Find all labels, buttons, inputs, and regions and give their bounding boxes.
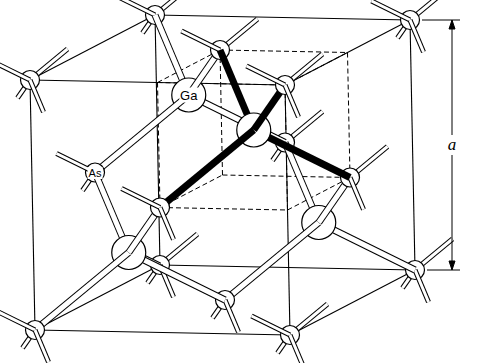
bond-stub [160, 208, 174, 240]
bond-stub-outline [0, 61, 30, 80]
unit-cell-edges [30, 15, 415, 335]
bond-stub [247, 66, 286, 85]
arrowhead [449, 261, 455, 270]
bond-stub-outline [35, 330, 49, 362]
arrowhead [449, 20, 455, 29]
bond-stub [225, 300, 239, 332]
bond-stub [0, 311, 35, 330]
bond-stub-outline [372, 1, 411, 20]
bond-stub-outline [247, 66, 286, 85]
bond-stub [252, 316, 291, 335]
bond-stub-outline [350, 178, 364, 210]
bond-stub [350, 178, 364, 210]
bond-stub [410, 20, 424, 52]
atoms-and-bonds [0, 0, 453, 363]
sub-cube-dashed [158, 50, 351, 210]
bond-stub-outline [122, 189, 161, 208]
bond-stub [182, 31, 221, 50]
atom-label: Ga [179, 88, 198, 103]
bond-stub [0, 61, 30, 80]
bond-stub-outline [160, 208, 174, 240]
bond-stub-outline [30, 80, 44, 112]
bond-outline [35, 253, 129, 331]
bond-stub-outline [415, 270, 429, 302]
bond-outline [225, 223, 319, 301]
bond [225, 223, 319, 301]
bond-stub [35, 330, 49, 362]
bond [95, 95, 189, 173]
bond-stub [285, 85, 299, 117]
highlighted-bond [160, 130, 254, 208]
bond-stub-outline [285, 85, 299, 117]
bond-stub-outline [0, 311, 35, 330]
bond-stub [290, 335, 304, 363]
bond-stub-outline [252, 316, 291, 335]
bond-stub-outline [290, 335, 304, 363]
dimension-a [422, 20, 460, 270]
bond-outline [95, 95, 189, 173]
bond-stub [372, 1, 411, 20]
bond-stub-outline [225, 300, 239, 332]
bond-stub [122, 189, 161, 208]
bond-stub-outline [182, 31, 221, 50]
bond [35, 253, 129, 331]
bond-stub-outline [117, 0, 156, 15]
bond-stub [415, 270, 429, 302]
bond-stub [30, 80, 44, 112]
bond-stub-outline [410, 20, 424, 52]
dimension-label: a [447, 135, 458, 155]
bond-stub [117, 0, 156, 15]
atom-label: As [88, 167, 103, 179]
